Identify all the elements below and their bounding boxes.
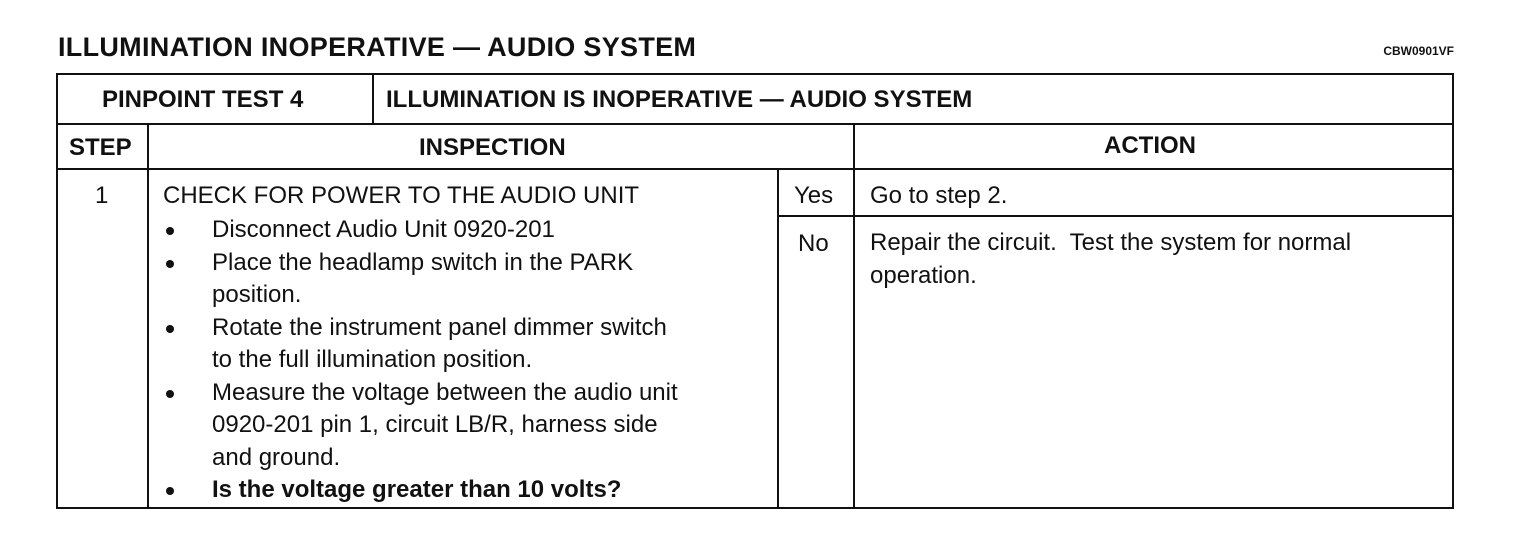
row-divider — [777, 215, 1454, 217]
col-divider — [777, 168, 779, 509]
col-divider — [853, 123, 855, 509]
document-title: ILLUMINATION INOPERATIVE — AUDIO SYSTEM — [58, 32, 697, 62]
inspection-bullet: Rotate the instrument panel dimmer switc… — [160, 312, 678, 377]
action-column-header: ACTION — [1104, 132, 1196, 159]
inspection-bullet-text: Disconnect Audio Unit 0920-201 — [212, 216, 555, 243]
inspection-steps: Disconnect Audio Unit 0920-201 Place the… — [160, 214, 678, 507]
answer-yes: Yes — [794, 182, 834, 209]
inspection-question-text: Is the voltage greater than 10 volts? — [212, 476, 622, 503]
col-divider — [147, 123, 149, 509]
inspection-bullet: Disconnect Audio Unit 0920-201 — [160, 214, 678, 247]
answer-no: No — [798, 230, 829, 257]
row-divider — [56, 168, 1454, 170]
inspection-column-header: INSPECTION — [419, 134, 566, 161]
action-no: Repair the circuit. Test the system for … — [870, 229, 1352, 289]
inspection-bullet-text: Measure the voltage between the audio un… — [212, 378, 678, 471]
inspection-bullet-text: Rotate the instrument panel dimmer switc… — [212, 313, 667, 374]
inspection-bullet-text: Place the headlamp switch in the PARK po… — [212, 248, 634, 309]
inspection-question: Is the voltage greater than 10 volts? — [160, 474, 678, 507]
col-divider — [372, 73, 374, 125]
row-divider — [56, 123, 1454, 125]
pinpoint-test-table — [56, 73, 1454, 509]
inspection-bullet: Measure the voltage between the audio un… — [160, 377, 678, 475]
pinpoint-test-label: PINPOINT TEST 4 — [102, 86, 304, 113]
action-yes: Go to step 2. — [870, 182, 1008, 209]
document-code: CBW0901VF — [1383, 44, 1454, 58]
step-number: 1 — [95, 182, 109, 209]
inspection-bullet: Place the headlamp switch in the PARK po… — [160, 247, 678, 312]
step-column-header: STEP — [69, 134, 132, 161]
inspection-heading: CHECK FOR POWER TO THE AUDIO UNIT — [163, 182, 640, 209]
pinpoint-test-title: ILLUMINATION IS INOPERATIVE — AUDIO SYST… — [386, 86, 973, 113]
